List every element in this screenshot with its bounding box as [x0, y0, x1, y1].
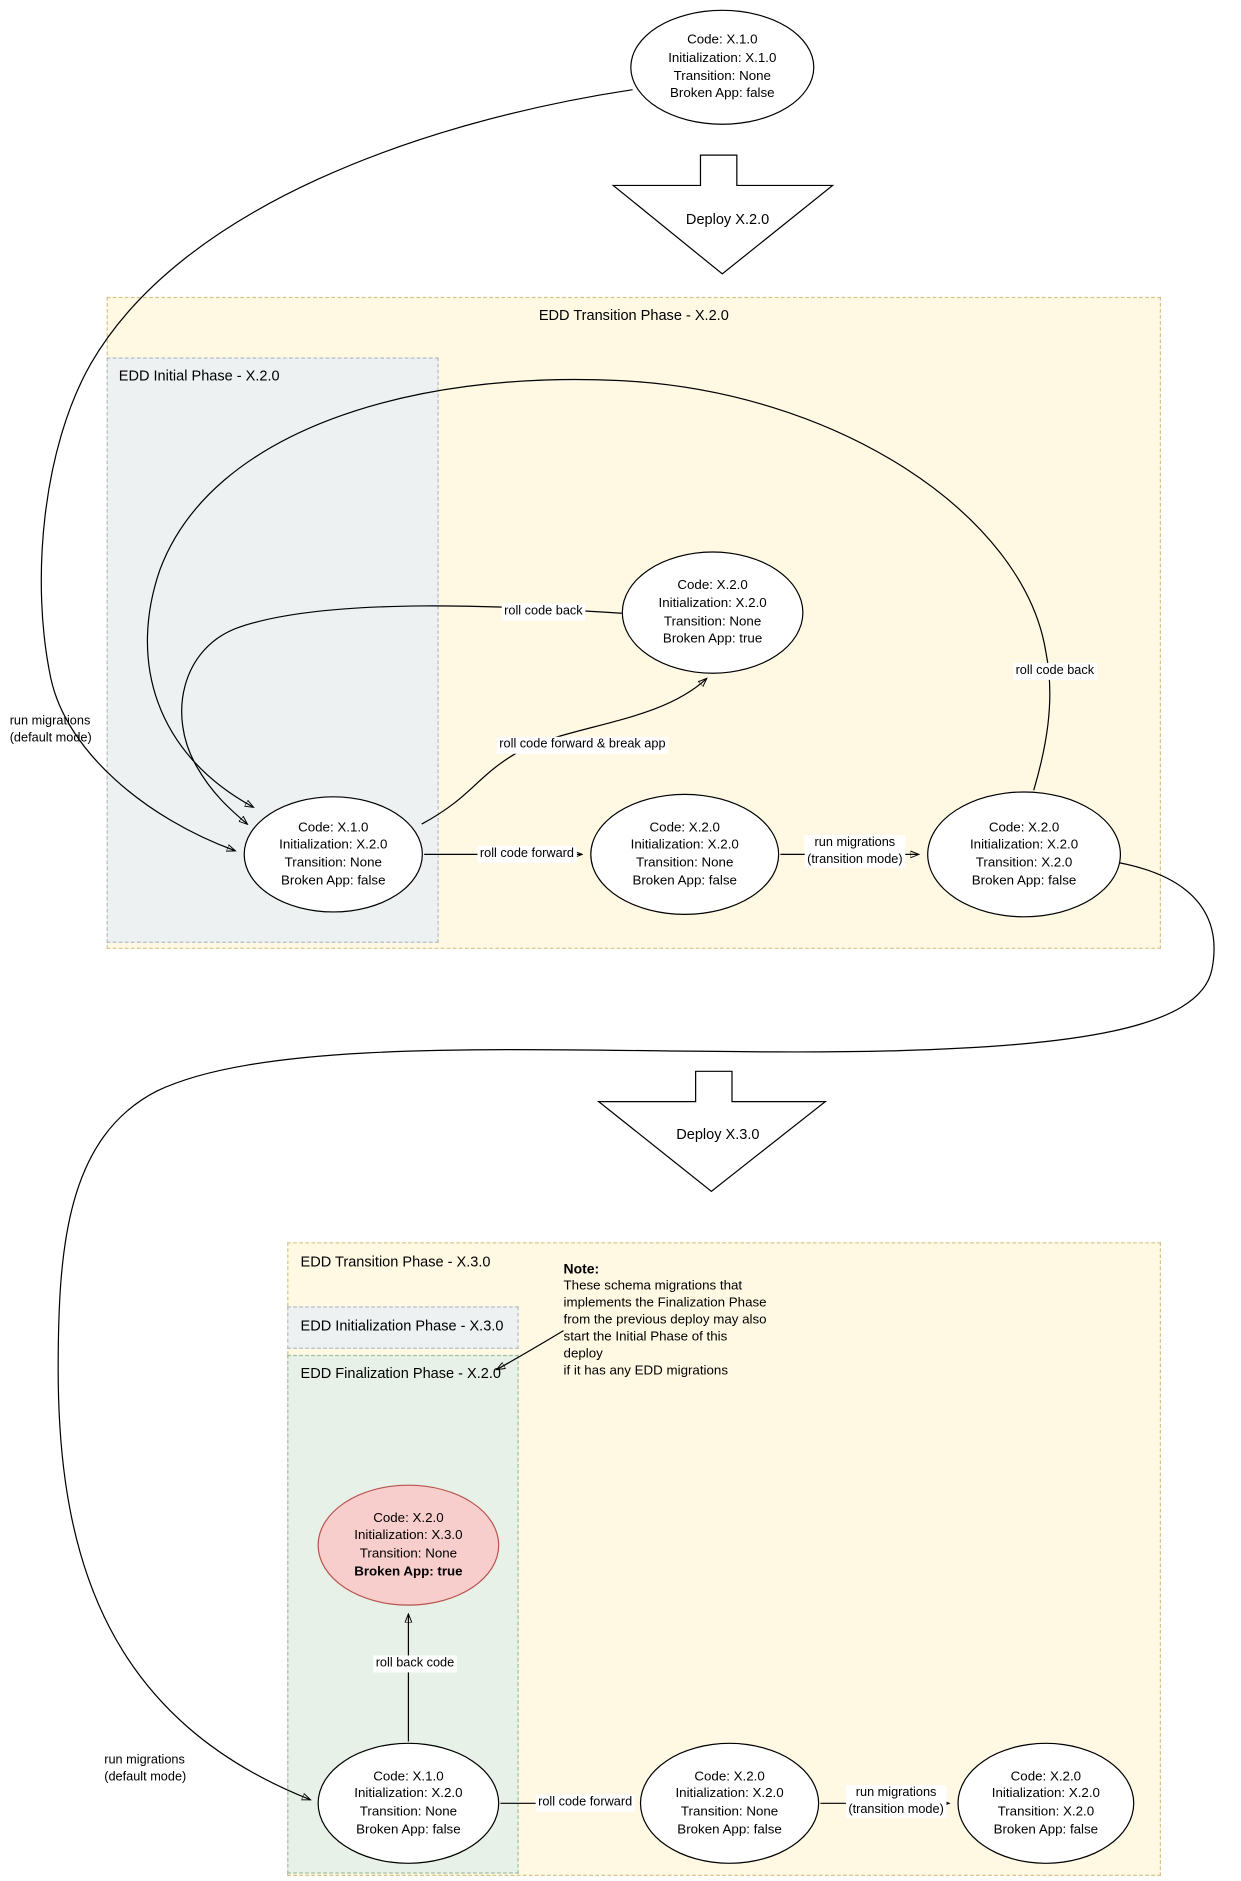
state-node-t3-initial: Code: X.1.0 Initialization: X.2.0 Transi… [317, 1742, 500, 1864]
edge-roll-code-back-from-migrated [146, 378, 1051, 808]
node-line: Code: X.2.0 [988, 820, 1060, 835]
state-node-t3-rolled: Code: X.2.0 Initialization: X.2.0 Transi… [639, 1742, 820, 1864]
node-line: Initialization: X.2.0 [630, 838, 739, 853]
note-body: These schema migrations that implements … [563, 1278, 767, 1379]
node-line: Initialization: X.3.0 [354, 1528, 463, 1544]
edge-label-roll-code-forward-x2: roll code forward [477, 845, 577, 863]
edge-note-pointer [497, 1330, 564, 1370]
note-title: Note: [563, 1262, 600, 1278]
node-line: Transition: X.2.0 [997, 1804, 1095, 1820]
edge-run-migrations-default-x3 [57, 862, 1215, 1800]
node-line: Code: X.2.0 [373, 1511, 444, 1526]
node-line: Broken App: false [993, 1822, 1099, 1837]
deploy-x3-arrow-shape [596, 1070, 828, 1193]
node-line: Broken App: false [356, 1822, 461, 1837]
edge-label-roll-code-back-mid: roll code back [501, 603, 586, 621]
node-line: Transition: None [680, 1804, 779, 1820]
region-label-transition-x3: EDD Transition Phase - X.3.0 [300, 1253, 491, 1271]
node-line: Code: X.2.0 [1010, 1769, 1082, 1784]
node-line: Transition: None [673, 68, 771, 84]
node-line: Initialization: X.2.0 [675, 1786, 784, 1802]
node-line: Transition: None [359, 1546, 458, 1561]
region-label-initial-x2: EDD Initial Phase - X.2.0 [118, 367, 280, 385]
node-line: Broken App: true [662, 631, 763, 646]
state-node-t3-broken: Code: X.2.0 Initialization: X.3.0 Transi… [317, 1484, 500, 1606]
state-node-t2-rolled: Code: X.2.0 Initialization: X.2.0 Transi… [590, 793, 780, 915]
node-line: Transition: None [636, 855, 734, 871]
state-node-t2-initial: Code: X.1.0 Initialization: X.2.0 Transi… [243, 796, 423, 913]
deploy-x2-arrow-shape [611, 154, 835, 275]
node-line: Initialization: X.2.0 [658, 596, 767, 611]
edge-run-migrations-default-x2 [40, 89, 633, 851]
node-line: Broken App: false [281, 873, 386, 888]
node-line: Broken App: false [677, 1822, 782, 1837]
edge-label-roll-code-forward-break: roll code forward & break app [496, 736, 668, 754]
edge-label-run-migrations-default-x3: run migrations (default mode) [104, 1752, 187, 1784]
region-initialization-phase-x3 [287, 1306, 519, 1349]
region-label-transition-x2: EDD Transition Phase - X.2.0 [538, 306, 729, 324]
node-line: Code: X.1.0 [373, 1769, 444, 1784]
node-line: Transition: None [359, 1804, 458, 1820]
node-line: Code: X.1.0 [687, 33, 758, 48]
edge-roll-code-back-from-broken [181, 605, 622, 824]
node-line: Transition: X.2.0 [975, 855, 1073, 871]
node-line: Initialization: X.1.0 [668, 50, 777, 66]
node-line: Transition: None [284, 855, 382, 871]
state-node-t3-migrated: Code: X.2.0 Initialization: X.2.0 Transi… [957, 1742, 1135, 1864]
edge-label-roll-code-back-right: roll code back [1013, 662, 1097, 680]
edge-label-run-migrations-transition-x2: run migrations (transition mode) [804, 834, 906, 869]
node-line: Code: X.2.0 [649, 820, 720, 835]
region-label-finalization-x2: EDD Finalization Phase - X.2.0 [300, 1364, 502, 1382]
node-line: Initialization: X.2.0 [969, 838, 1079, 853]
node-line: Initialization: X.2.0 [279, 838, 388, 853]
node-line: Broken App: false [670, 86, 775, 101]
node-line: Transition: None [663, 613, 762, 629]
edge-label-run-migrations-default-x2: run migrations (default mode) [9, 713, 92, 745]
node-line: Initialization: X.2.0 [991, 1786, 1100, 1802]
region-label-initialization-x3: EDD Initialization Phase - X.3.0 [300, 1317, 504, 1335]
deploy-x2-label: Deploy X.2.0 [685, 210, 770, 228]
node-line: Broken App: false [632, 873, 737, 888]
node-line: Broken App: false [971, 873, 1077, 888]
node-line: Code: X.2.0 [694, 1769, 765, 1784]
state-node-t2-migrated: Code: X.2.0 Initialization: X.2.0 Transi… [927, 791, 1122, 918]
note-block: Note: These schema migrations that imple… [564, 1263, 770, 1380]
node-line: Code: X.1.0 [298, 820, 369, 835]
edge-label-roll-code-forward-x3: roll code forward [535, 1794, 635, 1812]
edge-label-run-migrations-transition-x3: run migrations (transition mode) [845, 1785, 947, 1819]
edge-label-roll-back-code-x3: roll back code [373, 1655, 457, 1672]
state-node-t2-broken: Code: X.2.0 Initialization: X.2.0 Transi… [621, 551, 804, 674]
deploy-x3-label: Deploy X.3.0 [676, 1125, 760, 1143]
node-line: Code: X.2.0 [677, 578, 748, 594]
node-line: Initialization: X.2.0 [354, 1786, 463, 1802]
node-line: Broken App: true [354, 1563, 463, 1579]
state-node-start: Code: X.1.0 Initialization: X.1.0 Transi… [630, 9, 815, 125]
